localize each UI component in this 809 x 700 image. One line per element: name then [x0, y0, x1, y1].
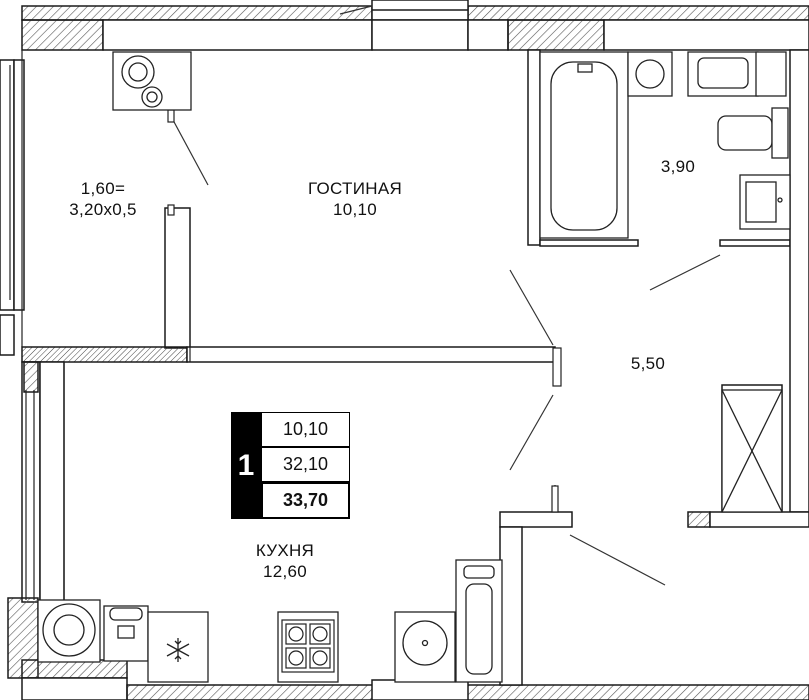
bathtub-icon [539, 51, 629, 239]
bathroom-area: 3,90 [660, 157, 696, 176]
balcony-dims: 3,20x0,5 [69, 200, 137, 219]
living-room-area: 10,10 [332, 200, 378, 219]
boiler-icon [112, 51, 192, 111]
balcony-formula: 1,60= [80, 179, 126, 198]
living-room-label: ГОСТИНАЯ 10,10 [290, 178, 420, 220]
round-sink-icon [402, 620, 448, 666]
total-area-value: 32,10 [261, 447, 350, 482]
sink-icon [687, 51, 787, 97]
snowflake-icon [166, 638, 190, 662]
toilet-icon [717, 107, 789, 159]
living-area-value: 10,10 [261, 412, 350, 447]
ventilation-shaft [721, 389, 783, 513]
room-outlines [21, 50, 556, 612]
apartment-summary-badge: 1 10,10 32,10 33,70 [231, 412, 350, 519]
rooms-count: 1 [231, 412, 261, 519]
washbasin-icon [739, 174, 791, 230]
stove-icon [281, 619, 335, 673]
balcony-label: 1,60= 3,20x0,5 [48, 178, 158, 220]
door-swings [172, 5, 721, 586]
kitchen-name: КУХНЯ [255, 541, 315, 560]
washing-machine-icon [627, 51, 673, 97]
kitchen-label: КУХНЯ 12,60 [230, 540, 340, 582]
hall-area: 5,50 [630, 354, 666, 373]
door-stops [167, 109, 562, 513]
windows [9, 65, 35, 600]
kitchen-area: 12,60 [262, 562, 308, 581]
living-room-name: ГОСТИНАЯ [307, 179, 403, 198]
total-with-balcony-value: 33,70 [261, 482, 350, 519]
